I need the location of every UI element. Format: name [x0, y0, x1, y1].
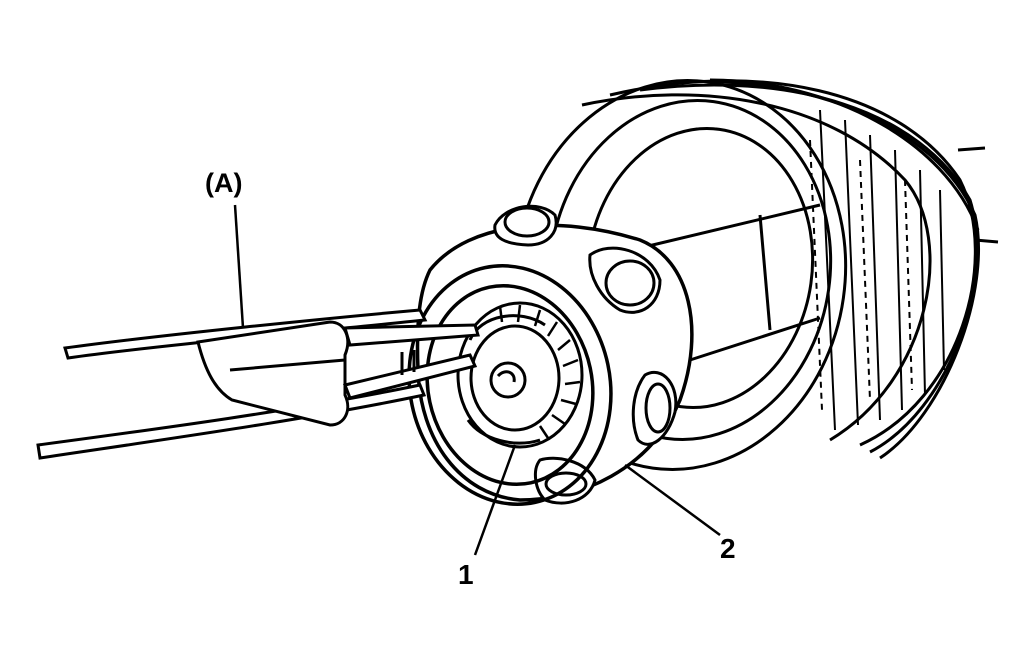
boot-shading [809, 109, 945, 431]
callout-part-1: 1 [458, 559, 474, 590]
outer-race-ring [407, 264, 613, 506]
shaft-end [489, 361, 527, 399]
callout-tool-a: (A) [205, 168, 243, 198]
hub-splines [498, 304, 581, 439]
leader-2 [624, 463, 721, 537]
leader-a [233, 204, 245, 329]
leader-1 [473, 444, 517, 556]
callout-part-2: 2 [720, 533, 736, 564]
leader-lines [233, 204, 721, 556]
snap-ring-pliers [36, 308, 480, 460]
drive-shaft [639, 203, 821, 362]
